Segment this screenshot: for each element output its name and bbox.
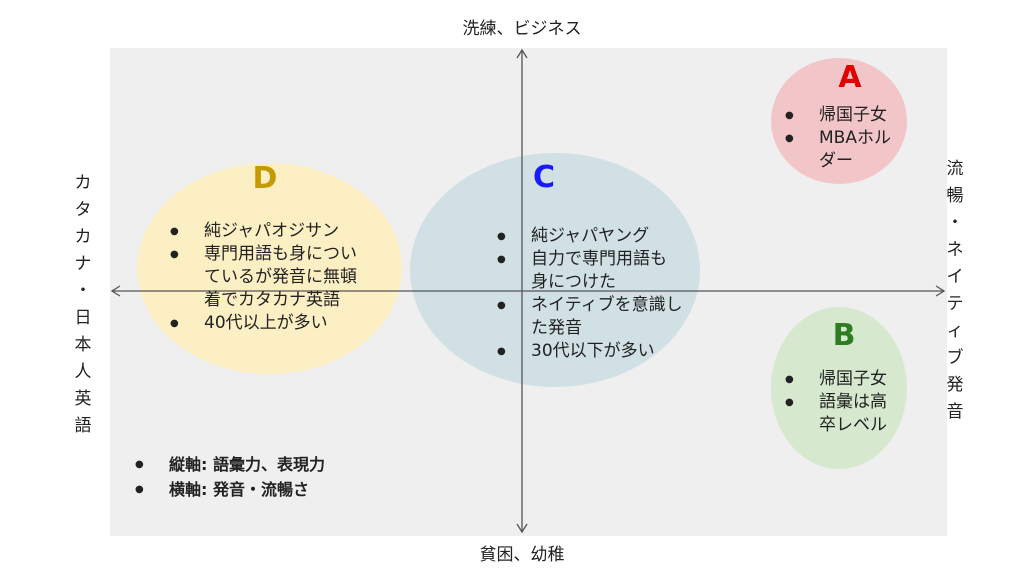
legend-horizontal-axis: 横軸: 発音・流暢さ bbox=[135, 477, 325, 502]
list-item: 自力で専門用語も 身につけた bbox=[497, 248, 702, 294]
list-item: 純ジャパオジサン bbox=[170, 220, 390, 243]
quadrant-a-letter: A bbox=[838, 60, 862, 95]
quadrant-c-list: 純ジャパヤング 自力で専門用語も 身につけた ネイティブを意識し た発音 30代… bbox=[497, 225, 702, 363]
axis-bottom-label: 貧困、幼稚 bbox=[479, 545, 565, 565]
axis-legend: 縦軸: 語彙力、表現力 横軸: 発音・流暢さ bbox=[135, 452, 325, 502]
list-item: 純ジャパヤング bbox=[497, 225, 702, 248]
list-item: 30代以下が多い bbox=[497, 340, 702, 363]
quadrant-b-list: 帰国子女 語彙は高 卒レベル bbox=[785, 368, 915, 437]
list-item: MBAホル ダー bbox=[785, 127, 915, 173]
quadrant-d-list: 純ジャパオジサン 専門用語も身につい ているが発音に無頓 着でカタカナ英語 40… bbox=[170, 220, 390, 335]
axis-top-label: 洗練、ビジネス bbox=[462, 19, 582, 39]
list-item: 語彙は高 卒レベル bbox=[785, 391, 915, 437]
quadrant-c-letter: C bbox=[532, 160, 556, 195]
quadrant-a-list: 帰国子女 MBAホル ダー bbox=[785, 104, 915, 173]
quadrant-b-letter: B bbox=[832, 318, 856, 353]
list-item: 40代以上が多い bbox=[170, 312, 390, 335]
list-item: 専門用語も身につい ているが発音に無頓 着でカタカナ英語 bbox=[170, 243, 390, 312]
list-item: 帰国子女 bbox=[785, 104, 915, 127]
axis-left-label: カタカナ・日本人英語 bbox=[74, 173, 92, 436]
quadrant-d-letter: D bbox=[252, 161, 278, 196]
list-item: ネイティブを意識し た発音 bbox=[497, 294, 702, 340]
list-item: 帰国子女 bbox=[785, 368, 915, 391]
axis-right-label: 流暢・ネイティブ発音 bbox=[946, 159, 964, 422]
legend-vertical-axis: 縦軸: 語彙力、表現力 bbox=[135, 452, 325, 477]
